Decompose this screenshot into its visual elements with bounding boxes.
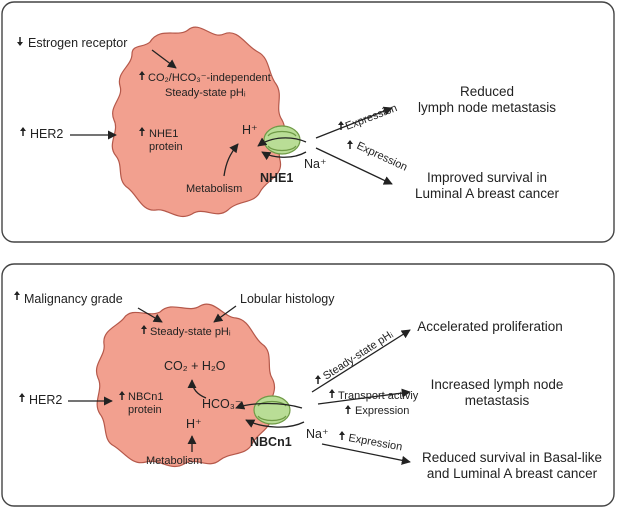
hco3-label: HCO₃⁻ xyxy=(202,397,241,411)
malignancy-grade-label: Malignancy grade xyxy=(24,292,123,306)
steady-state-label: Steady-state pHᵢ xyxy=(165,87,246,99)
nhe1-protein-label: NHE1 xyxy=(149,128,178,140)
nhe1-protein-label-2: protein xyxy=(149,141,183,153)
co2-independent-label: CO₂/HCO₃⁻-independent xyxy=(148,72,271,84)
hplus-label-2: H⁺ xyxy=(186,417,202,431)
her2-label: HER2 xyxy=(30,127,63,141)
nhe1-transporter-label: NHE1 xyxy=(260,171,293,185)
naplus-label-2: Na⁺ xyxy=(306,427,329,441)
estrogen-label: Estrogen receptor xyxy=(28,36,127,50)
metabolism-label-2: Metabolism xyxy=(146,455,202,467)
co2-h2o-label: CO₂ + H₂O xyxy=(164,359,226,373)
outcome-increased-metastasis-2: metastasis xyxy=(465,393,530,408)
her2-label-2: HER2 xyxy=(29,393,62,407)
nbcn1-protein-label-2: protein xyxy=(128,404,162,416)
transport-activity-label: Transport activiy xyxy=(338,390,419,402)
nbcn1-transporter xyxy=(253,395,291,425)
steady-state-label-2: Steady-state pHᵢ xyxy=(150,326,231,338)
outcome-increased-metastasis: Increased lymph node xyxy=(431,377,564,392)
outcome-improved-survival-2: Luminal A breast cancer xyxy=(415,186,560,201)
expression-label-3: Expression xyxy=(355,405,409,417)
cell-body-2 xyxy=(96,303,276,468)
naplus-label: Na⁺ xyxy=(304,157,327,171)
outcome-reduced-metastasis-2: lymph node metastasis xyxy=(418,100,556,115)
lobular-histology-label: Lobular histology xyxy=(240,292,335,306)
hplus-label: H⁺ xyxy=(242,123,258,137)
nbcn1-protein-label: NBCn1 xyxy=(128,391,163,403)
metabolism-label: Metabolism xyxy=(186,183,242,195)
cell-body-1 xyxy=(111,26,286,218)
outcome-accelerated-proliferation: Accelerated proliferation xyxy=(417,319,563,334)
outcome-reduced-survival-2: and Luminal A breast cancer xyxy=(427,466,598,481)
outcome-improved-survival: Improved survival in xyxy=(427,170,547,185)
outcome-reduced-metastasis: Reduced xyxy=(460,84,514,99)
outcome-reduced-survival: Reduced survival in Basal-like xyxy=(422,450,602,465)
nbcn1-transporter-label: NBCn1 xyxy=(250,435,292,449)
